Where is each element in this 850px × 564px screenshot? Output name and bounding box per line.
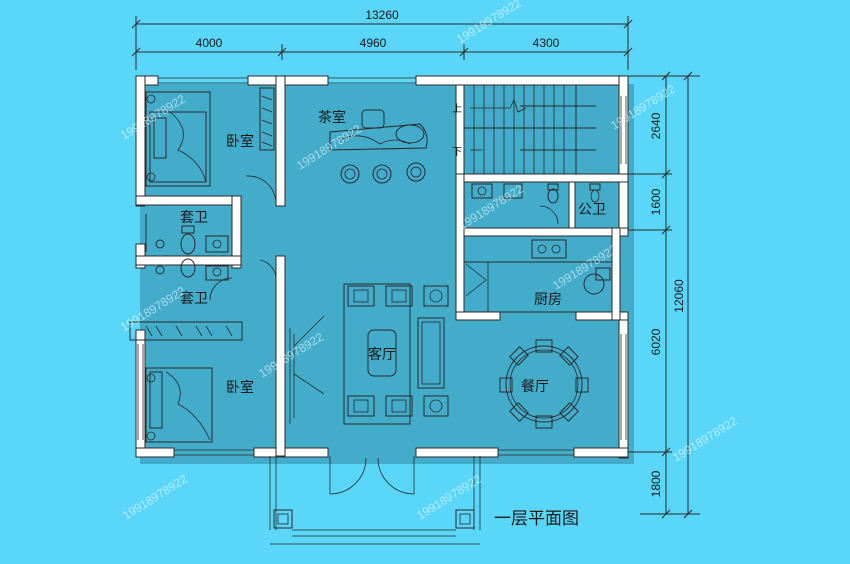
building-shadow bbox=[140, 84, 634, 464]
label-dining: 餐厅 bbox=[521, 379, 549, 395]
dim-seg-1: 4000 bbox=[196, 36, 223, 50]
dim-right-2: 1600 bbox=[649, 188, 663, 215]
stair-up-label: 上 bbox=[452, 103, 462, 115]
bed-bottom bbox=[145, 367, 213, 443]
wardrobe-bottom bbox=[129, 321, 243, 341]
label-tea-room: 茶室 bbox=[318, 109, 346, 126]
windows bbox=[137, 77, 627, 456]
bath-bottom-fixtures bbox=[155, 258, 233, 301]
label-ensuite-bottom: 套卫 bbox=[180, 291, 208, 307]
dim-seg-2: 4960 bbox=[360, 36, 387, 50]
dimension-labels: 13260 4000 4960 4300 2640 1600 6020 1800… bbox=[196, 8, 686, 497]
bath-top-fixtures bbox=[145, 214, 229, 255]
dim-right-3: 6020 bbox=[649, 328, 663, 355]
door-bedroom-bottom bbox=[259, 259, 277, 283]
dim-right-4: 1800 bbox=[649, 470, 663, 497]
wardrobe-top bbox=[259, 87, 275, 151]
label-bedroom-top: 卧室 bbox=[226, 133, 254, 150]
wc-fixtures bbox=[471, 183, 601, 225]
staircase bbox=[463, 84, 596, 175]
plan-title: 一层平面图 bbox=[494, 509, 579, 529]
walls bbox=[135, 75, 629, 459]
entrance bbox=[269, 456, 481, 545]
label-kitchen: 厨房 bbox=[534, 292, 562, 308]
living-furniture bbox=[289, 283, 449, 425]
dimension-lines bbox=[131, 16, 700, 519]
door-bedroom-top bbox=[245, 175, 277, 207]
label-public-wc: 公卫 bbox=[578, 202, 606, 218]
dim-overall-width: 13260 bbox=[365, 8, 399, 22]
dining-table bbox=[499, 339, 589, 429]
kitchen-fixtures bbox=[463, 239, 613, 313]
watermark-9: 19918978922 bbox=[120, 472, 190, 523]
label-living-room: 客厅 bbox=[368, 346, 396, 363]
dim-overall-height: 12060 bbox=[672, 279, 686, 313]
dim-right-1: 2640 bbox=[649, 112, 663, 139]
label-bedroom-bottom: 卧室 bbox=[226, 379, 254, 396]
room-labels: 卧室 茶室 套卫 套卫 卧室 客厅 公卫 厨房 餐厅 bbox=[180, 109, 606, 396]
tea-furniture bbox=[329, 109, 428, 184]
watermark-4: 19918978922 bbox=[454, 0, 524, 47]
bed-top bbox=[145, 91, 211, 187]
stair-down-label: 下 bbox=[452, 147, 462, 158]
dim-seg-3: 4300 bbox=[533, 36, 560, 50]
label-ensuite-top: 套卫 bbox=[180, 210, 208, 226]
watermark-8: 19918978922 bbox=[670, 414, 740, 465]
